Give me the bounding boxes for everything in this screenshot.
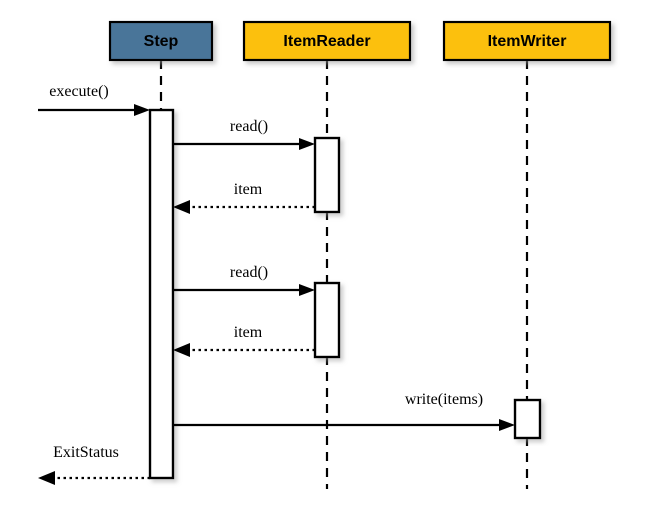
message-write-items: write(items) [173, 391, 515, 431]
message-label-execute: execute() [49, 83, 109, 100]
participant-box-item-reader[interactable] [242, 20, 412, 62]
arrowhead-execute [134, 104, 150, 116]
participant-label-item-writer: ItemWriter [488, 33, 567, 50]
message-read-2: read() [173, 264, 315, 296]
participant-label-item-reader: ItemReader [283, 33, 370, 50]
message-label-read-2: read() [230, 264, 268, 281]
message-item-1: item [173, 181, 315, 214]
arrowhead-read-1 [299, 138, 315, 150]
participant-step[interactable]: Step [108, 20, 214, 62]
message-execute: execute() [38, 83, 150, 116]
activation-bar-item-reader-2 [313, 281, 341, 359]
message-label-exit-status: ExitStatus [53, 444, 119, 461]
participant-label-step: Step [144, 33, 179, 50]
activation-bar-item-reader-1 [313, 136, 341, 214]
activation-bars-group [148, 108, 542, 480]
message-label-item-2: item [234, 324, 263, 341]
message-exit-status: ExitStatus [38, 444, 150, 485]
activation-bar-step [148, 108, 175, 480]
participant-item-writer[interactable]: ItemWriter [442, 20, 612, 62]
lifelines-group [159, 60, 529, 489]
arrowhead-exit-status [38, 471, 55, 485]
participant-box-item-writer[interactable] [442, 20, 612, 62]
arrowhead-write-items [499, 419, 515, 431]
message-label-item-1: item [234, 181, 263, 198]
arrowhead-item-1 [173, 200, 190, 214]
message-label-write-items: write(items) [405, 391, 483, 408]
message-label-read-1: read() [230, 118, 268, 135]
message-item-2: item [173, 324, 315, 357]
arrowhead-item-2 [173, 343, 190, 357]
message-read-1: read() [173, 118, 315, 150]
activation-bar-item-writer-1 [513, 398, 542, 440]
participant-box-step[interactable] [108, 20, 214, 62]
participant-item-reader[interactable]: ItemReader [242, 20, 412, 62]
arrowhead-read-2 [299, 284, 315, 296]
